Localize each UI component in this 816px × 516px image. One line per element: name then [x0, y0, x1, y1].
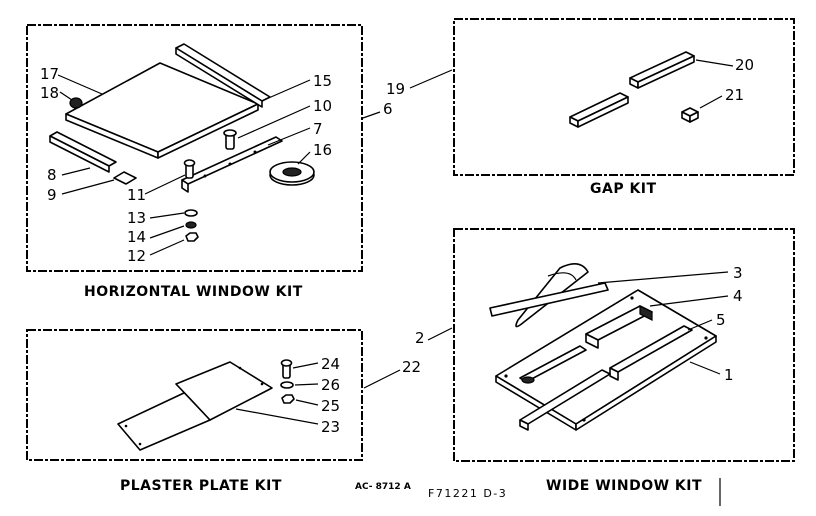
label-kit-6: 6 — [383, 100, 393, 118]
horizontal-leaders — [57, 74, 311, 256]
label-kit-2: 2 — [415, 329, 425, 347]
gap-strip-part-20 — [569, 51, 695, 128]
screw-part-10 — [223, 129, 237, 150]
gap-kit: 20 21 19 GAP KIT — [386, 18, 795, 197]
wide-window-kit: 3 4 5 1 2 WIDE WINDOW KIT — [415, 228, 795, 494]
leader-5 — [687, 319, 713, 331]
rail-part-5 — [519, 325, 693, 384]
label-16: 16 — [313, 141, 332, 159]
knob-part-18 — [69, 97, 83, 109]
leader-23 — [235, 408, 319, 425]
label-8: 8 — [47, 166, 57, 184]
washer-part-26 — [280, 381, 294, 389]
washer-part-13 — [184, 209, 198, 217]
leader-21 — [699, 95, 723, 109]
drawing-reference: AC- 8712 A — [355, 482, 411, 492]
label-15: 15 — [313, 72, 332, 90]
gap-kit-title: GAP KIT — [590, 181, 657, 197]
plaster-kit-title: PLASTER PLATE KIT — [120, 478, 282, 494]
seal-strip-part-3 — [489, 263, 609, 328]
screw-part-24 — [280, 359, 293, 379]
nut-part-25 — [281, 394, 295, 404]
plaster-kit-leader — [363, 369, 401, 389]
label-9: 9 — [47, 186, 57, 204]
plaster-plate-kit: 24 26 25 23 22 PLASTER PLATE KIT — [26, 329, 421, 494]
label-kit-22: 22 — [402, 358, 421, 376]
leader-25 — [295, 399, 319, 406]
gap-block-part-21 — [681, 107, 699, 123]
label-23: 23 — [321, 418, 340, 436]
gap-kit-leader — [409, 69, 453, 89]
seal-part-16 — [269, 161, 315, 186]
label-12: 12 — [127, 247, 146, 265]
label-21: 21 — [725, 86, 744, 104]
bracket-part-4 — [585, 305, 653, 349]
leader-1 — [689, 361, 721, 375]
panel-part-17 — [65, 62, 259, 159]
label-17: 17 — [40, 65, 59, 83]
label-20: 20 — [735, 56, 754, 74]
leader-3 — [597, 271, 729, 284]
plaster-kit-frame — [26, 329, 363, 461]
strip-part-9 — [113, 171, 137, 185]
label-24: 24 — [321, 355, 340, 373]
wide-kit-leader — [427, 327, 453, 341]
label-18: 18 — [40, 84, 59, 102]
horizontal-window-kit: 17 18 15 10 7 16 8 9 11 13 14 12 6 HORIZ… — [26, 24, 393, 300]
label-25: 25 — [321, 397, 340, 415]
label-26: 26 — [321, 376, 340, 394]
label-14: 14 — [127, 228, 146, 246]
horizontal-kit-frame — [26, 24, 363, 272]
lockwasher-part-14 — [185, 221, 197, 229]
label-11: 11 — [127, 186, 146, 204]
label-7: 7 — [313, 120, 323, 138]
horizontal-kit-title: HORIZONTAL WINDOW KIT — [84, 284, 303, 300]
strip-part-8 — [49, 131, 117, 173]
leader-20 — [695, 59, 734, 67]
plaster-plate-part-23 — [117, 361, 273, 451]
bracket-part-7 — [181, 136, 283, 193]
screw-part-11 — [183, 159, 196, 179]
leader-24 — [292, 362, 319, 369]
label-13: 13 — [127, 209, 146, 227]
leader-4 — [649, 295, 729, 307]
label-kit-19: 19 — [386, 80, 405, 98]
leader-26 — [294, 383, 319, 386]
label-3: 3 — [733, 264, 743, 282]
diagram-code: F71221 D-3 — [428, 487, 507, 500]
wide-kit-frame — [453, 228, 795, 462]
label-5: 5 — [716, 311, 726, 329]
nut-part-12 — [185, 232, 199, 242]
gap-kit-frame — [453, 18, 795, 176]
angle-rail — [519, 369, 611, 431]
label-4: 4 — [733, 287, 743, 305]
label-10: 10 — [313, 97, 332, 115]
horizontal-kit-leader — [362, 111, 381, 119]
wide-kit-title: WIDE WINDOW KIT — [546, 478, 702, 494]
label-1: 1 — [724, 366, 734, 384]
